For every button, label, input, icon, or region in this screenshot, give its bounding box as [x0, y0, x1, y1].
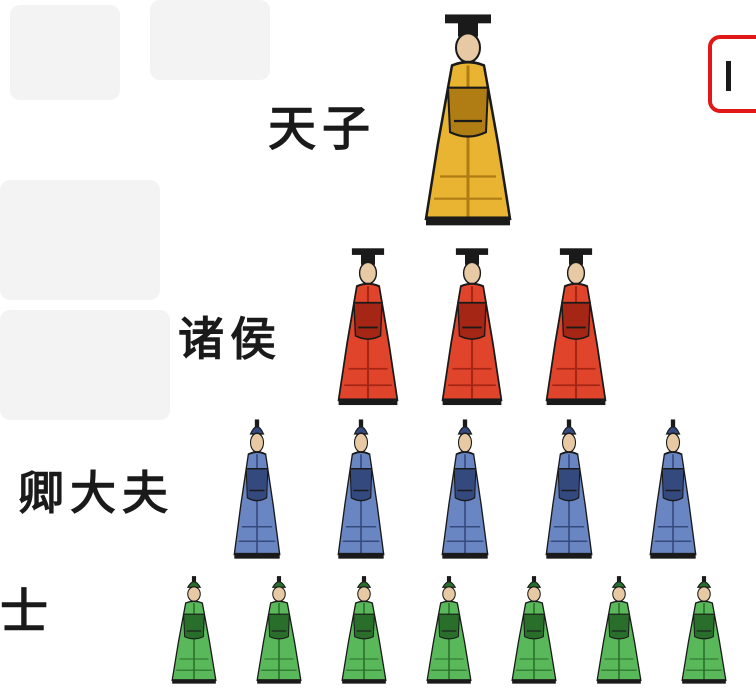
rank-label-zhuhou: 诸侯: [178, 312, 282, 366]
robed-person-icon: [437, 245, 507, 410]
robed-person-icon: [541, 245, 611, 410]
background-smudge: [0, 180, 160, 300]
robed-person-icon: [508, 575, 560, 687]
background-smudge: [150, 0, 270, 80]
robed-person-icon: [678, 575, 730, 687]
robed-person-icon: [253, 575, 305, 687]
callout-box: [708, 35, 756, 113]
rank-label-tianzi: 天子: [268, 101, 377, 157]
rank-label-qingdafu: 卿大夫: [18, 466, 174, 520]
robed-person-icon: [333, 245, 403, 410]
background-smudge: [10, 5, 120, 100]
callout-text-fragment: [726, 61, 731, 91]
robed-person-icon: [230, 418, 284, 563]
robed-person-icon: [334, 418, 388, 563]
robed-person-icon: [338, 575, 390, 687]
rank-label-shi: 士: [0, 584, 55, 640]
robed-person-icon: [542, 418, 596, 563]
robed-person-icon: [593, 575, 645, 687]
robed-person-icon: [438, 418, 492, 563]
robed-person-icon: [418, 10, 518, 232]
background-smudge: [0, 310, 170, 420]
robed-person-icon: [423, 575, 475, 687]
robed-person-icon: [168, 575, 220, 687]
robed-person-icon: [646, 418, 700, 563]
